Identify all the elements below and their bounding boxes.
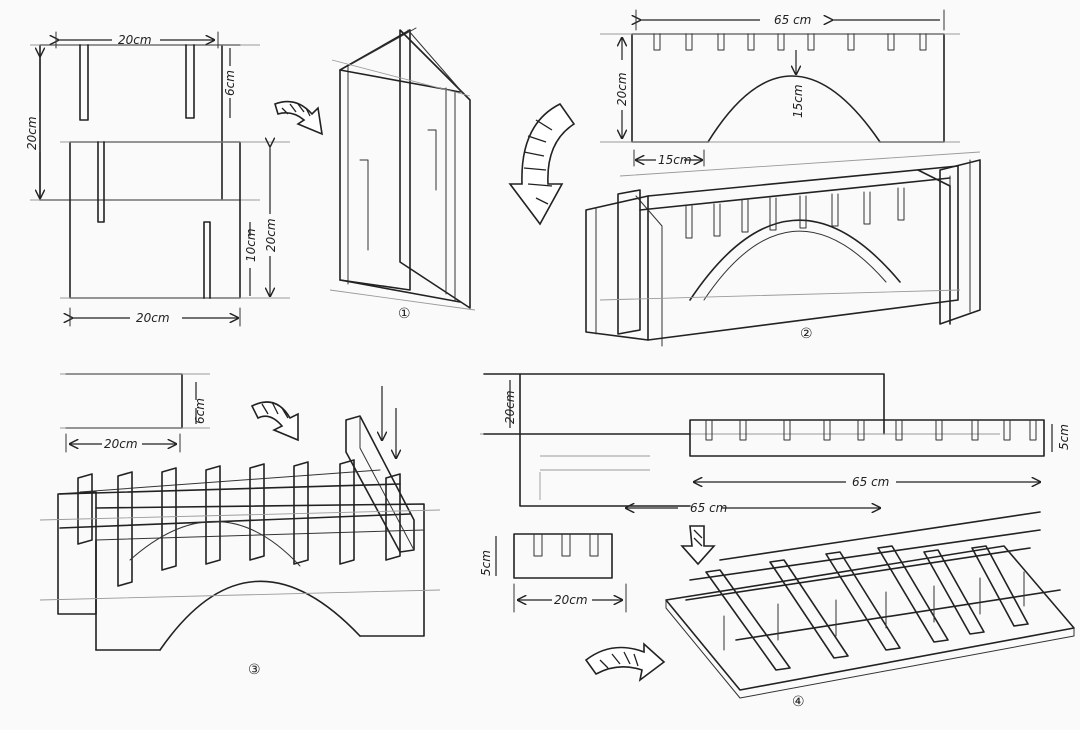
step-3-label: ③ [248, 662, 261, 678]
p2-width-label: 65 cm [774, 13, 811, 27]
assembled-bridge-3: ③ [39, 459, 441, 678]
p3-width-label: 20cm [104, 437, 138, 451]
curved-arrow-1 [274, 100, 324, 136]
falling-strip [345, 386, 415, 553]
p1-width-top-label: 20cm [118, 33, 152, 47]
assembled-bridge-2: ② [585, 151, 981, 347]
p1-height-left-label: 20cm [25, 116, 39, 150]
p4-base-length-label: 65 cm [690, 501, 727, 515]
p4-strip-height-label: 5cm [1057, 424, 1071, 450]
panel-3-strip: 6cm 20cm [60, 373, 210, 453]
curved-arrow-3 [250, 401, 299, 442]
assembled-cross-boards: ① [329, 27, 476, 322]
p1-width-bottom-label: 20cm [136, 311, 170, 325]
panel-4-slotted-strip: 5cm 65 cm [689, 419, 1071, 489]
panel-4-base-board: 20cm 65 cm [480, 373, 1000, 515]
assembled-bridge-4: ④ [665, 511, 1075, 710]
curved-arrow-5 [584, 642, 666, 682]
panel-2-arch-board: 65 cm 20cm 15cm 15cm [600, 9, 960, 167]
step-1-label: ① [398, 306, 411, 322]
p4-strip-length-label: 65 cm [852, 475, 889, 489]
panel-1-slotted-boards: 20cm 20cm 6cm 10cm 20cm 20cm [25, 31, 290, 327]
step-4-label: ④ [792, 694, 805, 710]
p1-slot-top-label: 6cm [223, 70, 237, 96]
curved-arrow-2 [508, 102, 576, 226]
p2-foot-label: 15cm [658, 153, 692, 167]
p4-piece-height-label: 5cm [479, 550, 493, 576]
p4-piece-width-label: 20cm [554, 593, 588, 607]
p3-height-label: 6cm [193, 398, 207, 424]
p2-arch-height-label: 15cm [791, 84, 805, 118]
step-2-label: ② [800, 326, 813, 342]
curved-arrow-4 [680, 525, 716, 566]
p4-height-label: 20cm [503, 390, 517, 424]
p2-height-label: 20cm [615, 72, 629, 106]
p1-height-right-label: 20cm [264, 218, 278, 252]
panel-4-small-piece: 5cm 20cm [479, 533, 627, 613]
p1-slot-bottom-label: 10cm [244, 228, 258, 262]
